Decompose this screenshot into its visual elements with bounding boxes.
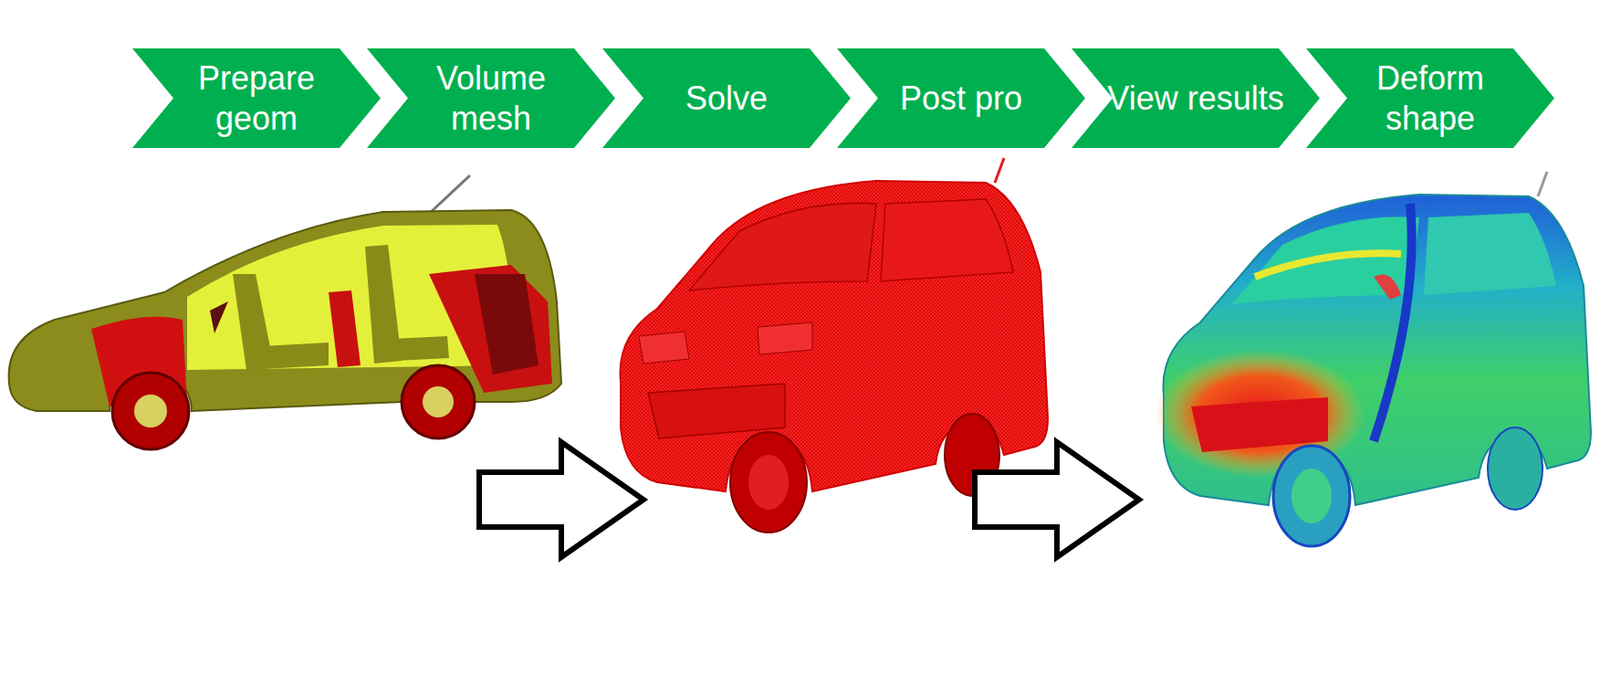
- step-label: View results: [1097, 78, 1295, 118]
- process-chevron: Solve: [602, 48, 851, 148]
- step-label: Post pro: [862, 78, 1060, 118]
- step-label: Solve: [627, 78, 826, 118]
- step-label: Volume mesh: [392, 58, 590, 137]
- step-label: Prepare geom: [157, 58, 356, 137]
- process-chevron: Prepare geom: [132, 48, 381, 148]
- process-chevron: View results: [1071, 48, 1320, 148]
- results-car: [1154, 171, 1591, 546]
- process-chevron: Volume mesh: [366, 48, 616, 148]
- cutaway-car: [9, 175, 562, 450]
- process-chevron: Post pro: [836, 48, 1086, 148]
- flow-arrow: [974, 441, 1140, 557]
- process-chevron: Deform shape: [1306, 48, 1555, 148]
- step-label: Deform shape: [1331, 58, 1529, 137]
- flow-arrow: [479, 441, 644, 557]
